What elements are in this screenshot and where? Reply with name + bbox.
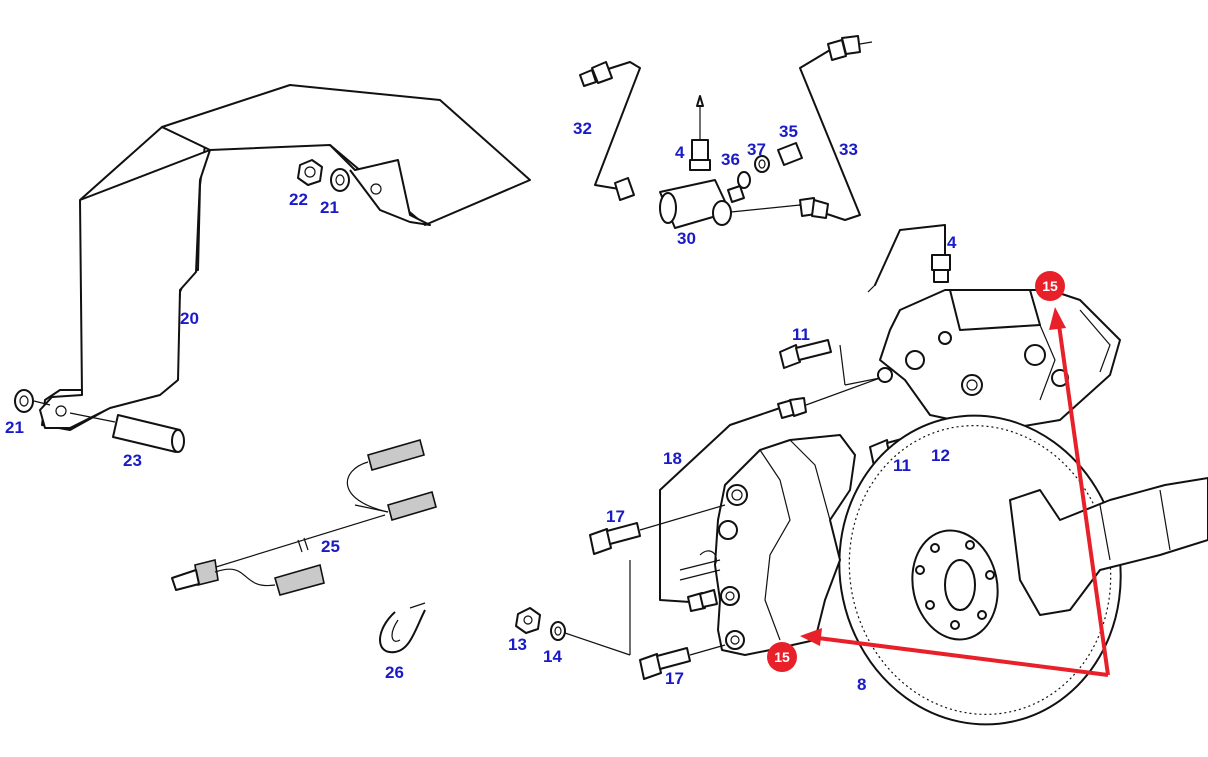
label-4-top: 4 — [675, 143, 685, 162]
arrow-head-upper — [1049, 307, 1066, 330]
label-12: 12 — [931, 446, 950, 465]
part-labels: 20 22 21 21 23 25 26 32 4 36 37 35 33 30… — [5, 119, 957, 694]
arrow-to-upper-pad — [1057, 324, 1110, 676]
part-8-brake-disc — [838, 414, 1122, 726]
label-17-lower: 17 — [665, 669, 684, 688]
badge-label-upper: 15 — [1042, 278, 1058, 294]
label-22: 22 — [289, 190, 308, 209]
label-35: 35 — [779, 122, 798, 141]
label-23: 23 — [123, 451, 142, 470]
arrow-head-lower — [800, 628, 822, 646]
label-11-lower: 11 — [893, 456, 911, 475]
label-20: 20 — [180, 309, 199, 328]
part-21-washer-left — [14, 389, 51, 413]
part-4-bleed-screw-top — [689, 95, 711, 171]
label-8: 8 — [857, 675, 866, 694]
label-21-top: 21 — [320, 198, 339, 217]
part-20-shield — [39, 84, 531, 431]
part-4-bleed-pipe-upper — [867, 224, 951, 293]
part-13-nut — [515, 607, 541, 634]
part-17-bolt-upper — [589, 504, 726, 555]
badge-label-lower: 15 — [774, 649, 790, 665]
caliper-lower — [679, 434, 856, 656]
caliper-upper — [877, 289, 1121, 431]
label-17-upper: 17 — [606, 507, 625, 526]
part-26-clip — [379, 602, 426, 654]
part-23-spacer — [69, 412, 185, 453]
driveshaft — [1009, 477, 1208, 616]
label-37: 37 — [747, 140, 766, 159]
label-25: 25 — [321, 537, 340, 556]
arrow-to-lower-pad — [817, 636, 1109, 677]
part-14-washer — [550, 560, 631, 656]
part-17-bolt-lower — [639, 644, 726, 680]
label-26: 26 — [385, 663, 404, 682]
part-21-washer-top — [330, 168, 350, 192]
part-25-wear-sensor — [171, 439, 437, 596]
label-13: 13 — [508, 635, 527, 654]
label-33: 33 — [839, 140, 858, 159]
label-32: 32 — [573, 119, 592, 138]
part-22-nut — [297, 159, 323, 186]
part-30-distributor — [659, 179, 801, 229]
pipe-32 — [579, 61, 641, 201]
label-30: 30 — [677, 229, 696, 248]
label-21-left: 21 — [5, 418, 24, 437]
label-4-upper: 4 — [947, 233, 957, 252]
label-18: 18 — [663, 449, 682, 468]
highlight-badge-lower: 15 — [767, 642, 797, 672]
pipe-33 — [799, 35, 873, 221]
pipe-18 — [659, 377, 881, 612]
label-11-upper: 11 — [792, 325, 810, 344]
highlight-arrows — [800, 307, 1110, 677]
part-11-bolt-upper — [779, 339, 881, 386]
highlight-badge-upper: 15 — [1035, 271, 1065, 301]
part-36-37-35-fittings — [737, 142, 803, 189]
label-36: 36 — [721, 150, 740, 169]
label-14: 14 — [543, 647, 562, 666]
